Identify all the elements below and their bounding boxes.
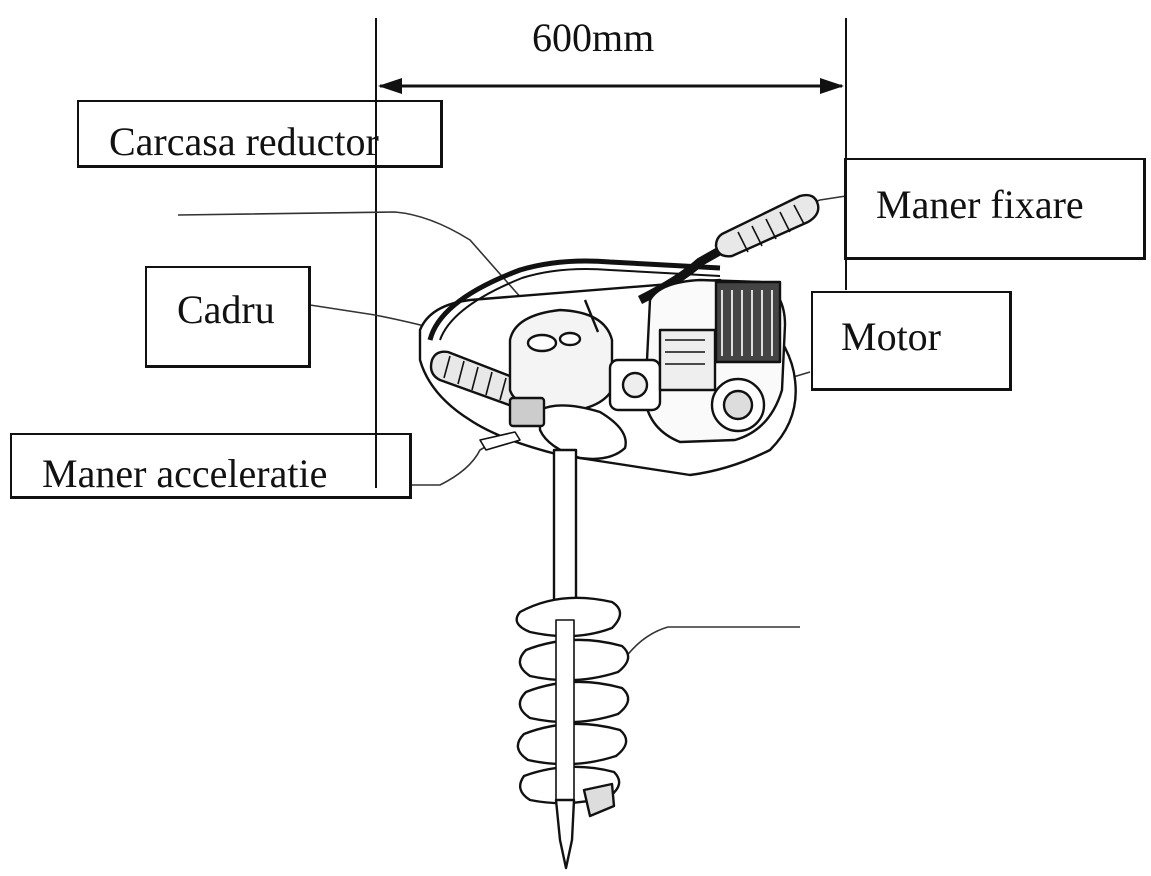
- leader-gearbox: [177, 211, 546, 326]
- label-box-gearbox-housing: Carcasa reductor: [77, 100, 443, 168]
- label-throttle-handle: Maner acceleratie: [42, 451, 328, 496]
- auger-cutter: [582, 782, 616, 818]
- label-box-motor: Motor: [811, 291, 1012, 391]
- auger: [515, 448, 630, 870]
- fixing-grip: [714, 193, 820, 258]
- leader-throttle: [410, 439, 498, 486]
- auger-core: [555, 619, 575, 801]
- label-motor: Motor: [841, 314, 941, 359]
- throttle-lever: [479, 431, 521, 451]
- label-frame: Cadru: [177, 287, 275, 332]
- handlebar: [637, 241, 733, 305]
- label-box-fixing-handle: Maner fixare: [844, 158, 1146, 260]
- label-box-frame: Cadru: [145, 266, 311, 368]
- auger-flight-1: [515, 596, 622, 638]
- dimension-label: 600mm: [532, 15, 655, 60]
- frame-tube: [427, 258, 721, 341]
- label-gearbox-housing: Carcasa reductor: [109, 119, 379, 164]
- throttle-switch: [508, 396, 546, 428]
- frame-tube-inner: [439, 268, 721, 341]
- label-box-throttle-handle: Maner acceleratie: [10, 433, 412, 499]
- motor-block: [608, 278, 787, 444]
- engine-frame: [418, 193, 820, 477]
- auger-shaft: [552, 448, 578, 612]
- leader-auger: [619, 626, 800, 666]
- label-fixing-handle: Maner fixare: [876, 182, 1084, 227]
- auger-tip: [554, 798, 576, 870]
